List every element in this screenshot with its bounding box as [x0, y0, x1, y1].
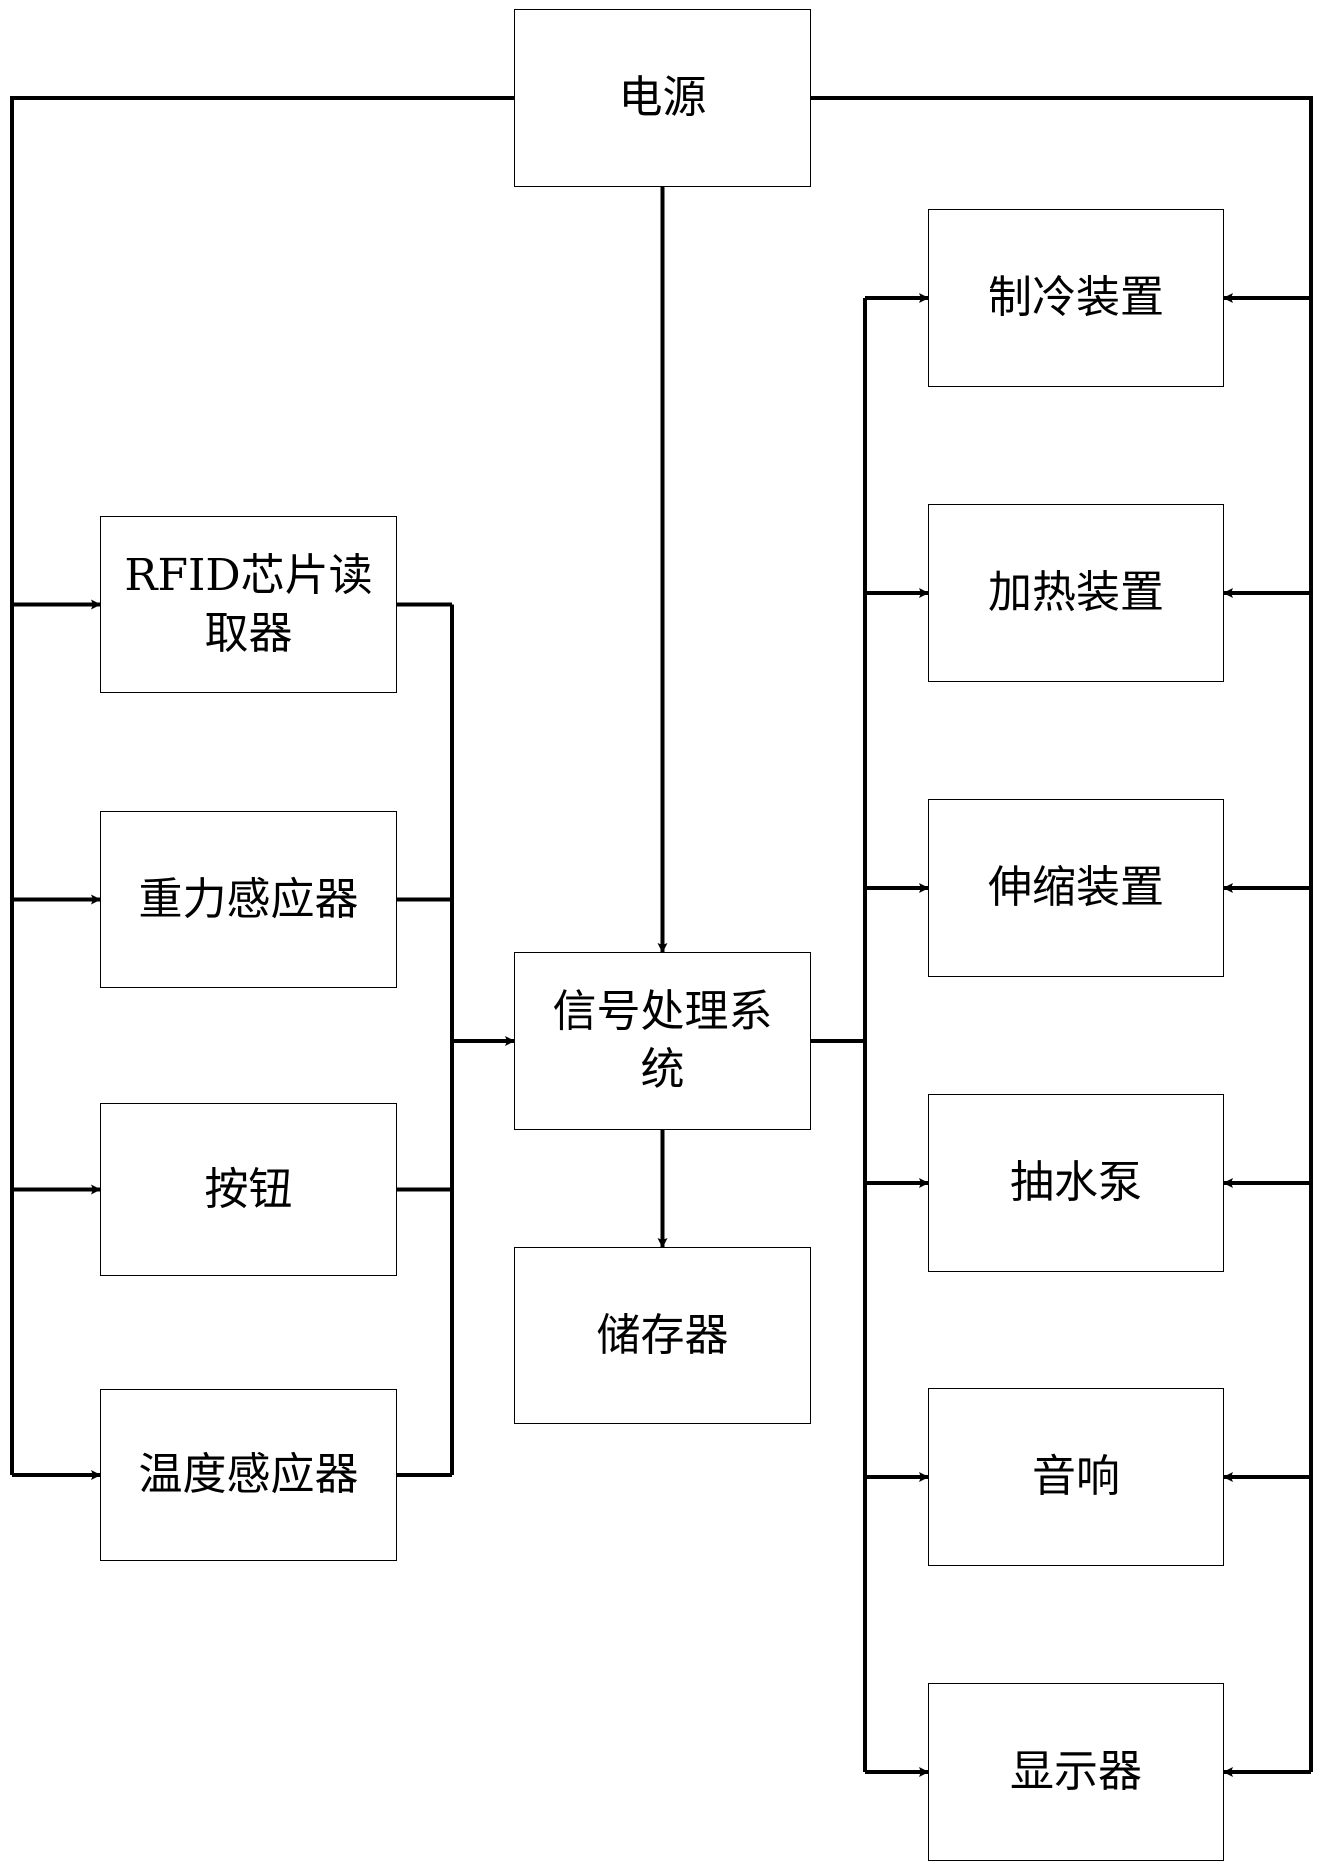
- display-node: 显示器: [928, 1683, 1224, 1861]
- heating-device-node: 加热装置: [928, 504, 1224, 682]
- telescopic-device-node: 伸缩装置: [928, 799, 1224, 977]
- water-pump-node: 抽水泵: [928, 1094, 1224, 1272]
- node-label: 按钮: [204, 1163, 293, 1215]
- power-right-bus-line: [811, 96, 1313, 1772]
- temperature-sensor-node: 温度感应器: [100, 1389, 397, 1561]
- node-label: 温度感应器: [138, 1449, 359, 1500]
- node-label: RFID芯片读取器: [124, 549, 373, 659]
- node-label: 音响: [1032, 1451, 1120, 1502]
- node-label: 制冷装置: [988, 272, 1164, 323]
- node-label: 储存器: [596, 1309, 729, 1361]
- node-label: 伸缩装置: [988, 862, 1164, 913]
- signal-processing-node: 信号处理系统: [514, 952, 811, 1130]
- power-left-bus-line: [10, 96, 514, 1475]
- rfid-reader-node: RFID芯片读取器: [100, 516, 397, 693]
- node-label: 显示器: [1010, 1746, 1142, 1797]
- node-label: 电源: [618, 72, 707, 123]
- node-label: 重力感应器: [138, 873, 359, 925]
- node-label: 加热装置: [988, 567, 1164, 618]
- node-label: 抽水泵: [1010, 1157, 1142, 1208]
- speaker-node: 音响: [928, 1388, 1224, 1566]
- cooling-device-node: 制冷装置: [928, 209, 1224, 387]
- button-node: 按钮: [100, 1103, 397, 1276]
- storage-node: 储存器: [514, 1247, 811, 1424]
- power-supply-node: 电源: [514, 9, 811, 187]
- node-label: 信号处理系统: [552, 986, 773, 1095]
- gravity-sensor-node: 重力感应器: [100, 811, 397, 988]
